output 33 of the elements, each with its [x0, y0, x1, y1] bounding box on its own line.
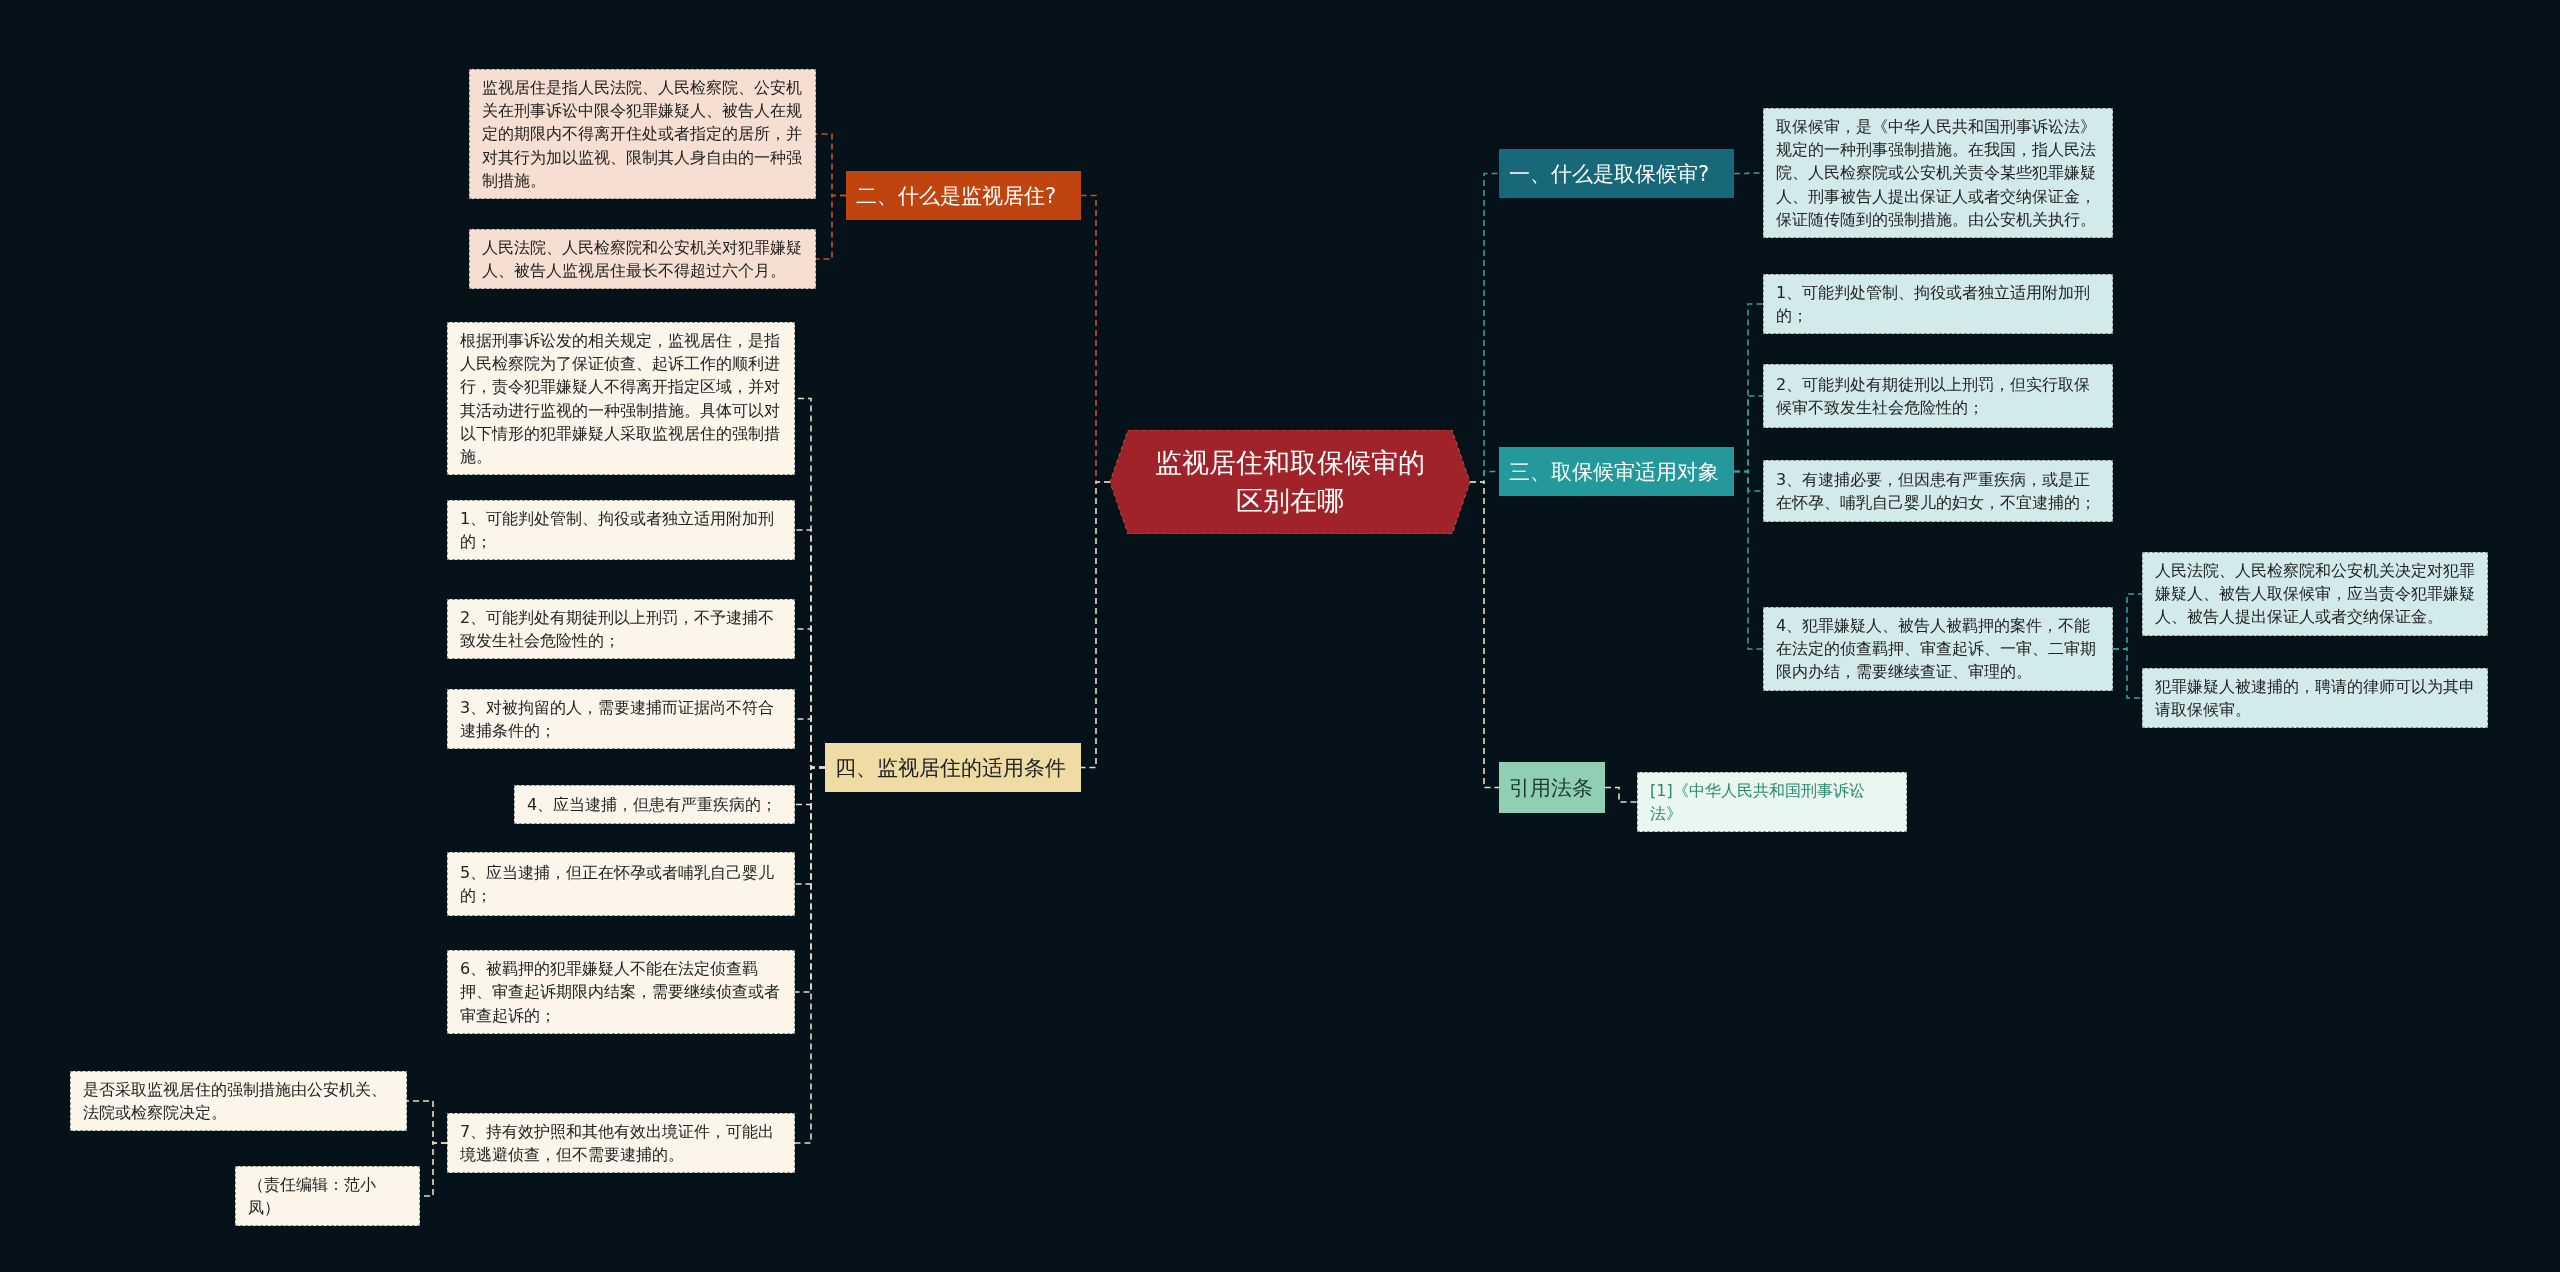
central-topic: 监视居住和取保候审的区别在哪: [1110, 430, 1470, 534]
note-box: 根据刑事诉讼发的相关规定，监视居住，是指人民检察院为了保证侦查、起诉工作的顺利进行，责令犯罪嫌疑人不得离开指定区域，并对其活动进行监视的一种强制措施。具体可以对以下情形的犯罪嫌疑人采取监视居住的强制措施。: [447, 322, 795, 476]
connector: [1080, 481, 1111, 769]
note-box: 2、可能判处有期徒刑以上刑罚，不予逮捕不致发生社会危险性的；: [447, 599, 795, 660]
note-box: 人民法院、人民检察院和公安机关决定对犯罪嫌疑人、被告人取保候审，应当责令犯罪嫌疑人、被告人提出保证人或者交纳保证金。: [2142, 552, 2488, 636]
note-box: 3、对被拘留的人，需要逮捕而证据尚不符合逮捕条件的；: [447, 689, 795, 750]
note-box: 犯罪嫌疑人被逮捕的，聘请的律师可以为其申请取保候审。: [2142, 668, 2488, 729]
topic-box: 四、监视居住的适用条件: [825, 743, 1081, 792]
connector: [815, 194, 847, 260]
note-box: 6、被羁押的犯罪嫌疑人不能在法定侦查羁押、审查起诉期限内结案，需要继续侦查或者审查起诉的；: [447, 950, 795, 1034]
note-box: 人民法院、人民检察院和公安机关对犯罪嫌疑人、被告人监视居住最长不得超过六个月。: [469, 229, 816, 290]
connector: [2112, 648, 2143, 699]
connector: [1604, 786, 1638, 803]
note-box: 3、有逮捕必要，但因患有严重疾病，或是正在怀孕、哺乳自己婴儿的妇女，不宜逮捕的；: [1763, 460, 2113, 522]
note-box: 7、持有效护照和其他有效出境证件，可能出境逃避侦查，但不需要逮捕的。: [447, 1113, 795, 1174]
note-box: 5、应当逮捕，但正在怀孕或者哺乳自己婴儿的；: [447, 852, 795, 916]
note-box: 取保候审，是《中华人民共和国刑事诉讼法》规定的一种刑事强制措施。在我国，指人民法院、人民检察院或公安机关责令某些犯罪嫌疑人、刑事被告人提出保证人或者交纳保证金，保证随传随到的强制措施。由公安机关执行。: [1763, 108, 2113, 238]
note-box: 4、犯罪嫌疑人、被告人被羁押的案件，不能在法定的侦查羁押、审查起诉、一审、二审期限内办结，需要继续查证、审理的。: [1763, 607, 2113, 691]
note-box: 1、可能判处管制、拘役或者独立适用附加刑的；: [1763, 274, 2113, 335]
reference-box: [1]《中华人民共和国刑事诉讼法》: [1637, 772, 1907, 833]
note-box: 2、可能判处有期徒刑以上刑罚，但实行取保候审不致发生社会危险性的；: [1763, 364, 2113, 428]
topic-box: 引用法条: [1499, 762, 1605, 813]
connector: [1733, 470, 1764, 650]
connector: [1469, 481, 1500, 789]
topic-box: 三、取保候审适用对象: [1499, 447, 1734, 496]
note-box: 1、可能判处管制、拘役或者独立适用附加刑的；: [447, 500, 795, 561]
note-box: 是否采取监视居住的强制措施由公安机关、法院或检察院决定。: [70, 1071, 407, 1132]
topic-box: 二、什么是监视居住?: [846, 171, 1081, 220]
note-box: （责任编辑：范小凤）: [235, 1166, 420, 1227]
note-box: 4、应当逮捕，但患有严重疾病的；: [514, 785, 795, 824]
connector: [794, 766, 826, 1144]
topic-box: 一、什么是取保候审?: [1499, 149, 1734, 198]
note-box: 监视居住是指人民法院、人民检察院、公安机关在刑事诉讼中限令犯罪嫌疑人、被告人在规定的期限内不得离开住处或者指定的居所，并对其行为加以监视、限制其人身自由的一种强制措施。: [469, 69, 816, 199]
